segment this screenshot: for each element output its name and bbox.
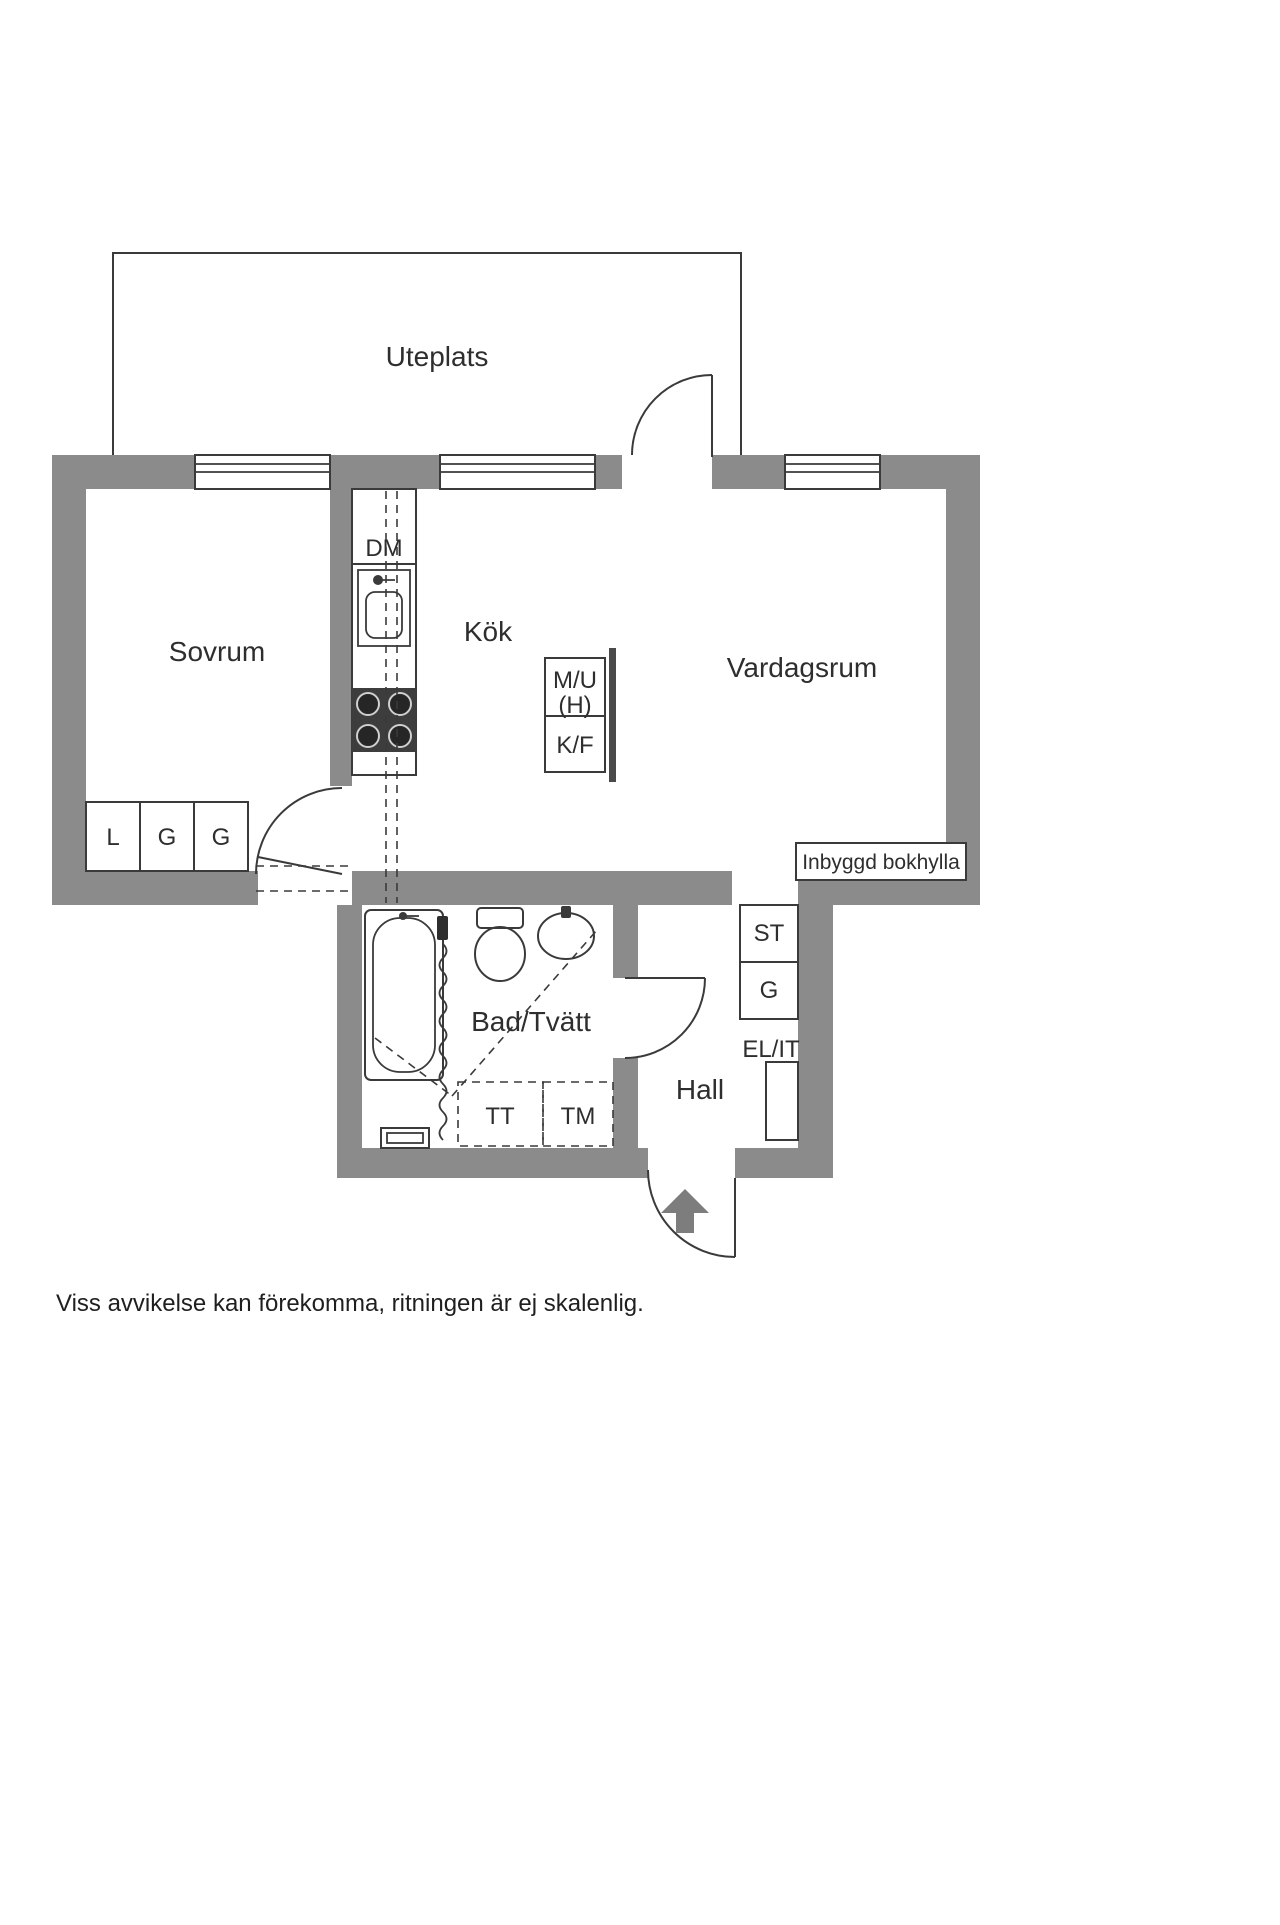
label-washer: TM [561, 1103, 596, 1130]
sink-bowl [365, 591, 403, 639]
wall-top-b [330, 455, 440, 489]
label-micro-oven: M/U [553, 667, 597, 694]
door-arc-bedroom [255, 787, 343, 875]
disclaimer-caption: Viss avvikelse kan förekomma, ritningen … [56, 1290, 644, 1317]
label-closet-g2: G [212, 824, 231, 851]
floor-drain-dashed [451, 929, 598, 1097]
label-micro-oven-2: (H) [558, 692, 591, 719]
door-arc-entry [647, 1169, 736, 1258]
washbasin [537, 912, 595, 960]
room-labels: Uteplats Sovrum Kök Vardagsrum Bad/Tvätt… [169, 341, 877, 1105]
label-closet-g1: G [158, 824, 177, 851]
room-label-vardagsrum: Vardagsrum [727, 652, 877, 683]
label-dryer: TT [485, 1103, 515, 1130]
bedroom-closets [85, 801, 249, 872]
label-fridge-freezer: K/F [556, 732, 593, 759]
burner-icon [356, 724, 380, 748]
wall-right [946, 455, 980, 905]
kitchen-fixtures [351, 488, 616, 903]
floor-grille-inner [386, 1132, 424, 1144]
label-el-it: EL/IT [742, 1036, 800, 1063]
burner-icon [388, 692, 412, 716]
windows [194, 454, 881, 490]
wall-top-d [712, 455, 785, 489]
burner-icon [356, 692, 380, 716]
label-st: ST [754, 920, 785, 947]
washer-box [542, 1081, 614, 1147]
entry-arrow-icon [661, 1189, 709, 1233]
window-bedroom [194, 454, 331, 490]
wall-hall-right [798, 905, 833, 1178]
sink-unit [357, 569, 411, 647]
kitchen-partition [609, 648, 616, 782]
shower-curtain-line [438, 943, 448, 1141]
room-label-hall: Hall [676, 1074, 724, 1105]
wall-hall-top [618, 871, 732, 905]
window-livingroom [784, 454, 881, 490]
window-kitchen [439, 454, 596, 490]
floor-grille [380, 1127, 430, 1149]
wall-bottom-right [735, 1148, 833, 1178]
toilet-bowl [474, 926, 526, 982]
patio-outline [112, 252, 742, 455]
burner-icon [388, 724, 412, 748]
walls [52, 455, 980, 1178]
wall-bath-left [337, 905, 362, 1178]
closet-row [85, 801, 249, 872]
label-hall-g: G [760, 977, 779, 1004]
label-dishwasher: DM [365, 535, 402, 562]
patio-border [112, 252, 742, 455]
wall-bath-hall-upper [613, 905, 638, 978]
hall-closets [739, 904, 799, 1141]
entry-arrow-head [661, 1189, 709, 1213]
room-label-kok: Kök [464, 616, 513, 647]
shower-mixer [437, 916, 448, 940]
wall-bedroom-bottom [52, 871, 258, 905]
dryer-box [457, 1081, 544, 1147]
wall-kitchen-bath [352, 871, 618, 905]
built-in-bookshelf [795, 842, 967, 881]
bathroom-fixtures [364, 906, 614, 1149]
doors [255, 374, 736, 1258]
wall-bottom-left [337, 1148, 648, 1178]
wall-bedroom-kitchen [330, 489, 352, 786]
fixture-labels: DM M/U (H) K/F L G G Inbyggd bokhylla ST… [106, 535, 960, 1130]
wall-bath-hall-lower [613, 1058, 638, 1148]
floor-drain-dashed [374, 1037, 453, 1097]
door-arc-bathroom [624, 977, 706, 1059]
door-arc-patio [631, 374, 713, 456]
label-closet-l: L [106, 824, 119, 851]
room-label-sovrum: Sovrum [169, 636, 265, 667]
label-bookshelf: Inbyggd bokhylla [802, 851, 960, 874]
room-label-uteplats: Uteplats [386, 341, 489, 372]
bathtub-basin [372, 917, 436, 1073]
toilet-tank [476, 907, 524, 929]
wall-top-c [595, 455, 622, 489]
room-label-badtvatt: Bad/Tvätt [471, 1006, 591, 1037]
el-it-cabinet [765, 1061, 799, 1141]
entry-arrow-stem [676, 1213, 694, 1233]
bathtub [364, 909, 444, 1081]
wall-left [52, 455, 86, 905]
